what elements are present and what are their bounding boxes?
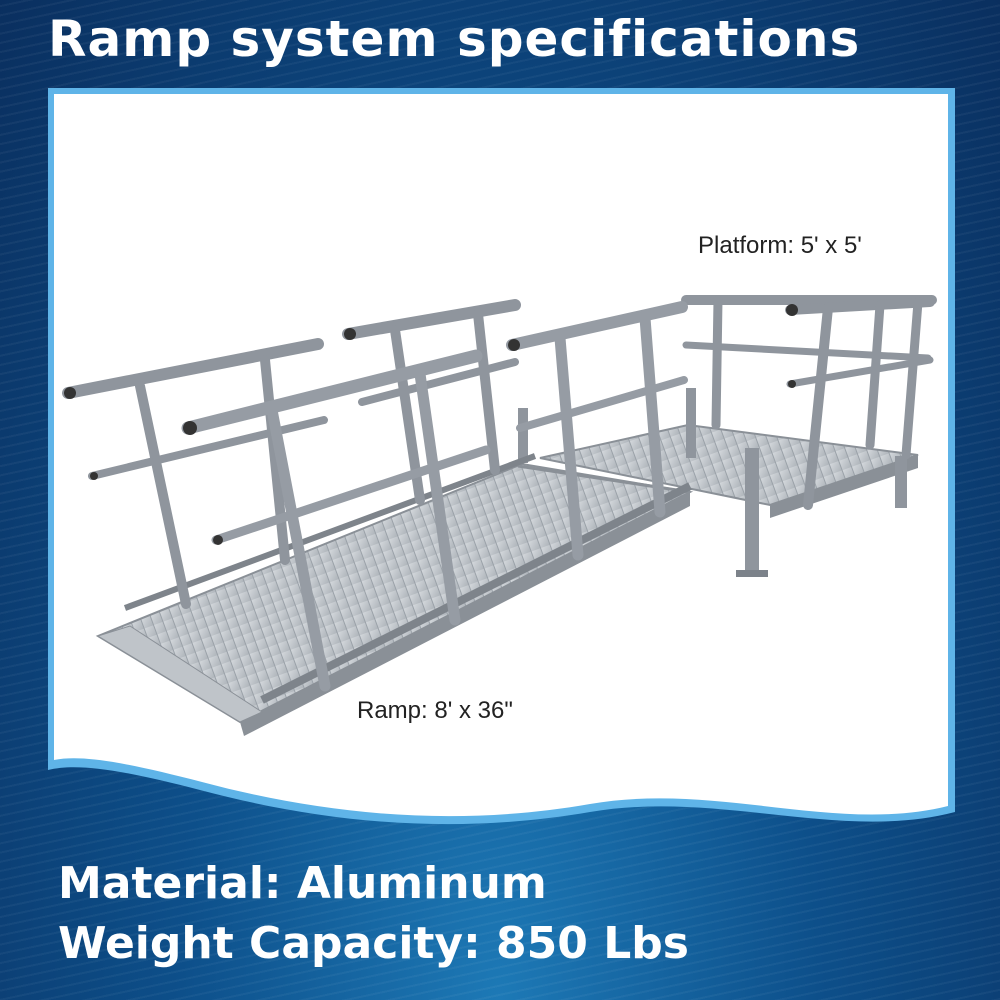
page-title: Ramp system specifications (48, 10, 861, 68)
ramp-dimension-label: Ramp: 8' x 36" (357, 697, 513, 724)
platform-railing (681, 295, 937, 510)
platform-leg (518, 408, 528, 463)
ramp-illustration (62, 295, 937, 736)
platform-leg (895, 456, 907, 508)
platform-leg (745, 448, 759, 573)
rail-end-caps (64, 304, 798, 545)
material-spec: Material: Aluminum (58, 858, 547, 909)
near-railing (181, 301, 688, 692)
platform-dimension-label: Platform: 5' x 5' (698, 232, 862, 259)
far-railing (62, 299, 521, 609)
weight-capacity-spec: Weight Capacity: 850 Lbs (58, 918, 689, 969)
ramp-lip (96, 625, 264, 723)
platform-leg (686, 388, 696, 458)
